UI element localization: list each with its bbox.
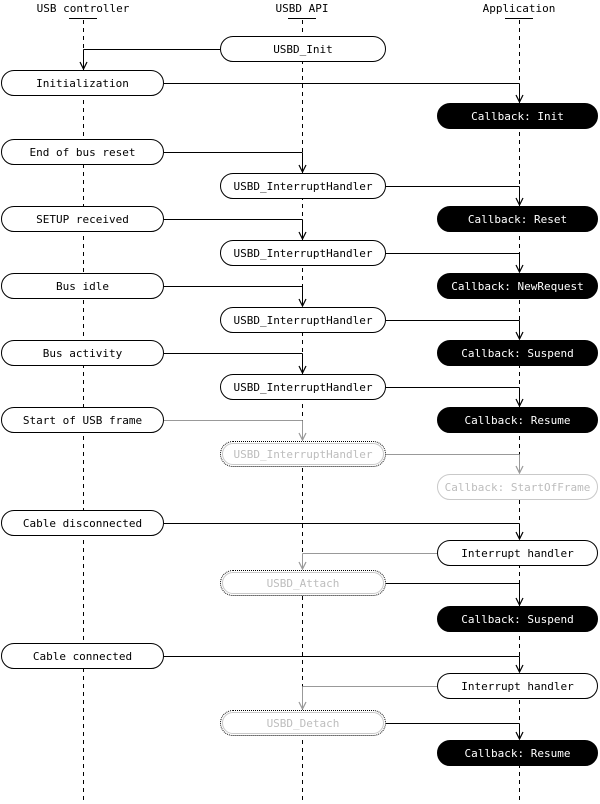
node-n02[interactable]: Initialization (1, 70, 164, 96)
node-label: SETUP received (36, 212, 129, 226)
node-n26[interactable]: Callback: Resume (437, 740, 598, 766)
node-n07[interactable]: SETUP received (1, 206, 164, 232)
node-n10[interactable]: Bus idle (1, 273, 164, 299)
node-label: Callback: Suspend (461, 346, 574, 360)
node-n15[interactable]: Callback: Resume (437, 407, 598, 433)
node-label: Callback: StartOfFrame (444, 480, 591, 494)
node-n25[interactable]: USBD_Detach (220, 710, 386, 736)
node-n24[interactable]: Interrupt handler (437, 673, 598, 699)
node-label: Interrupt handler (461, 546, 574, 560)
node-label: USBD_Attach (266, 576, 340, 590)
node-label: Callback: Suspend (461, 612, 574, 626)
node-n23[interactable]: Cable connected (1, 643, 164, 669)
node-label: USBD_InterruptHandler (233, 179, 373, 193)
node-n14[interactable]: USBD_InterruptHandler (220, 374, 386, 400)
node-label: End of bus reset (29, 145, 136, 159)
node-n13[interactable]: Bus activity (1, 340, 164, 366)
node-label: Bus idle (56, 279, 109, 293)
node-n22[interactable]: Callback: Suspend (437, 606, 598, 632)
node-label: Callback: NewRequest (451, 279, 584, 293)
lifeline-label-app: Application (482, 2, 556, 15)
node-label: Cable connected (32, 649, 133, 663)
node-n05[interactable]: USBD_InterruptHandler (220, 173, 386, 199)
node-label: Interrupt handler (461, 679, 574, 693)
node-n03[interactable]: Callback: Init (437, 103, 598, 129)
node-n18[interactable]: Callback: StartOfFrame (437, 474, 598, 500)
node-label: Callback: Init (471, 109, 564, 123)
node-n17[interactable]: USBD_InterruptHandler (220, 441, 386, 467)
node-label: USBD_InterruptHandler (233, 447, 373, 461)
node-label: Cable disconnected (22, 516, 143, 530)
node-n16[interactable]: Start of USB frame (1, 407, 164, 433)
node-label: USBD_InterruptHandler (233, 380, 373, 394)
node-n09[interactable]: Callback: NewRequest (437, 273, 598, 299)
node-label: USBD_InterruptHandler (233, 246, 373, 260)
node-n06[interactable]: Callback: Reset (437, 206, 598, 232)
node-label: USBD_Detach (266, 716, 340, 730)
node-n21[interactable]: USBD_Attach (220, 570, 386, 596)
node-n11[interactable]: USBD_InterruptHandler (220, 307, 386, 333)
node-n19[interactable]: Cable disconnected (1, 510, 164, 536)
node-n04[interactable]: End of bus reset (1, 139, 164, 165)
node-n12[interactable]: Callback: Suspend (437, 340, 598, 366)
lifeline-label-api: USBD API (275, 2, 329, 15)
node-label: Initialization (36, 76, 129, 90)
node-n20[interactable]: Interrupt handler (437, 540, 598, 566)
node-n08[interactable]: USBD_InterruptHandler (220, 240, 386, 266)
lifeline-label-usb: USB controller (36, 2, 130, 15)
node-label: USBD_Init (273, 42, 333, 56)
node-label: Bus activity (42, 346, 123, 360)
node-label: Callback: Reset (467, 212, 568, 226)
node-label: Callback: Resume (464, 413, 571, 427)
node-label: Callback: Resume (464, 746, 571, 760)
node-n01[interactable]: USBD_Init (220, 36, 386, 62)
node-label: USBD_InterruptHandler (233, 313, 373, 327)
node-label: Start of USB frame (22, 413, 143, 427)
